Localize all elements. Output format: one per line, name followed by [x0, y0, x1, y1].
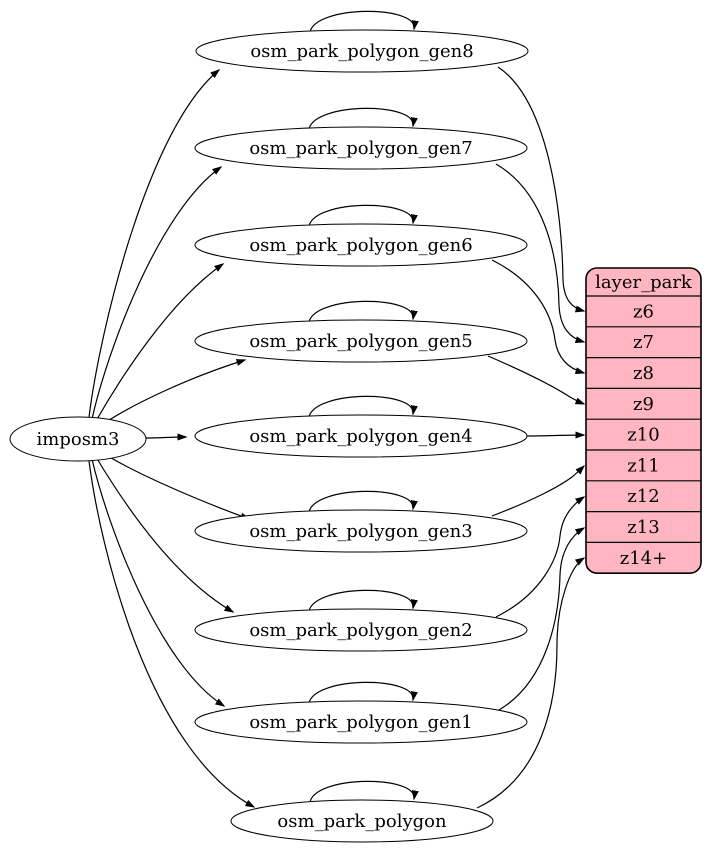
self-loop-edge-osm_park_polygon_gen6: [308, 204, 418, 227]
node-osm_park_polygon_gen2: osm_park_polygon_gen2: [194, 608, 528, 652]
edge-imposm3-to-osm_park_polygon_gen1: [91, 458, 226, 707]
node-ellipse-osm_park_polygon_gen2: [194, 608, 528, 652]
table-row-z6: z6: [633, 301, 654, 322]
node-label-osm_park_polygon_gen8: osm_park_polygon_gen8: [250, 41, 473, 62]
table-row-z9: z9: [633, 394, 654, 415]
node-osm_park_polygon_gen3: osm_park_polygon_gen3: [194, 509, 528, 553]
table-row-z10: z10: [627, 425, 659, 446]
node-osm_park_polygon_gen6: osm_park_polygon_gen6: [194, 223, 528, 267]
self-loop-edge-osm_park_polygon_gen4: [308, 395, 418, 418]
table-row-z14+: z14+: [620, 548, 667, 569]
node-ellipse-osm_park_polygon_gen4: [194, 414, 528, 458]
node-osm_park_polygon_gen1: osm_park_polygon_gen1: [194, 700, 528, 744]
node-ellipse-osm_park_polygon_gen3: [194, 509, 528, 553]
node-label-osm_park_polygon_gen6: osm_park_polygon_gen6: [249, 235, 472, 256]
edge-imposm3-to-osm_park_polygon_gen2: [95, 456, 235, 613]
layer-table-header: layer_park: [595, 272, 693, 293]
node-label-osm_park_polygon_gen1: osm_park_polygon_gen1: [249, 712, 472, 733]
self-loop-edge-osm_park_polygon_gen5: [308, 300, 418, 323]
node-osm_park_polygon_gen4: osm_park_polygon_gen4: [194, 414, 528, 458]
edge-osm_park_polygon_gen6-to-z8: [491, 259, 586, 375]
self-loop-edge-osm_park_polygon_gen8: [309, 10, 419, 33]
table-row-z7: z7: [633, 332, 654, 353]
table-row-z8: z8: [633, 363, 654, 384]
table-row-z12: z12: [627, 486, 659, 507]
node-ellipse-imposm3: [9, 416, 147, 462]
edge-osm_park_polygon_gen5-to-z9: [487, 355, 586, 405]
node-osm_park_polygon: osm_park_polygon: [230, 799, 494, 843]
edge-imposm3-to-osm_park_polygon_gen4: [145, 433, 188, 441]
edge-imposm3-to-osm_park_polygon: [88, 460, 256, 808]
node-osm_park_polygon_gen7: osm_park_polygon_gen7: [194, 126, 528, 170]
node-label-osm_park_polygon_gen5: osm_park_polygon_gen5: [249, 331, 472, 352]
node-ellipse-osm_park_polygon_gen7: [194, 126, 528, 170]
table-row-z13: z13: [627, 517, 659, 538]
edges-layer: [88, 10, 586, 809]
node-ellipse-osm_park_polygon_gen6: [194, 223, 528, 267]
edge-osm_park_polygon_gen3-to-z11: [491, 464, 586, 517]
node-ellipse-osm_park_polygon_gen8: [195, 29, 529, 73]
node-label-osm_park_polygon_gen2: osm_park_polygon_gen2: [249, 620, 472, 641]
edge-osm_park_polygon_gen8-to-z6: [497, 66, 586, 313]
node-ellipse-osm_park_polygon_gen5: [194, 319, 528, 363]
edge-imposm3-to-osm_park_polygon_gen8: [88, 69, 221, 418]
node-ellipse-osm_park_polygon_gen1: [194, 700, 528, 744]
self-loop-edge-osm_park_polygon_gen2: [308, 589, 418, 612]
node-label-osm_park_polygon_gen3: osm_park_polygon_gen3: [249, 521, 472, 542]
edge-osm_park_polygon_gen7-to-z7: [495, 163, 586, 344]
node-osm_park_polygon_gen5: osm_park_polygon_gen5: [194, 319, 528, 363]
self-loop-edge-osm_park_polygon_gen3: [308, 490, 418, 513]
node-imposm3: imposm3: [9, 416, 147, 462]
self-loop-edge-osm_park_polygon: [309, 780, 419, 803]
table-row-z11: z11: [627, 455, 659, 476]
node-label-osm_park_polygon_gen4: osm_park_polygon_gen4: [249, 426, 472, 447]
edge-imposm3-to-osm_park_polygon_gen5: [102, 359, 247, 425]
layer-table-box: [585, 267, 702, 575]
edge-osm_park_polygon_gen4-to-z10: [526, 431, 586, 439]
node-ellipse-osm_park_polygon: [230, 799, 494, 843]
node-label-osm_park_polygon: osm_park_polygon: [277, 811, 447, 832]
edge-imposm3-to-osm_park_polygon_gen6: [95, 263, 225, 422]
self-loop-edge-osm_park_polygon_gen1: [308, 681, 418, 704]
edge-imposm3-to-osm_park_polygon_gen3: [102, 452, 251, 520]
self-loop-edge-osm_park_polygon_gen7: [308, 107, 418, 130]
edge-osm_park_polygon-to-z14+: [476, 557, 586, 809]
edge-osm_park_polygon_gen1-to-z13: [498, 527, 586, 711]
node-label-osm_park_polygon_gen7: osm_park_polygon_gen7: [249, 138, 472, 159]
edge-osm_park_polygon_gen2-to-z12: [495, 496, 586, 618]
layer-table-layer_park: layer_park z6 z7 z8 z9 z10 z11 z12 z13 z14+: [585, 267, 702, 575]
node-osm_park_polygon_gen8: osm_park_polygon_gen8: [195, 29, 529, 73]
edge-imposm3-to-osm_park_polygon_gen7: [91, 166, 223, 420]
node-label-imposm3: imposm3: [37, 429, 120, 450]
